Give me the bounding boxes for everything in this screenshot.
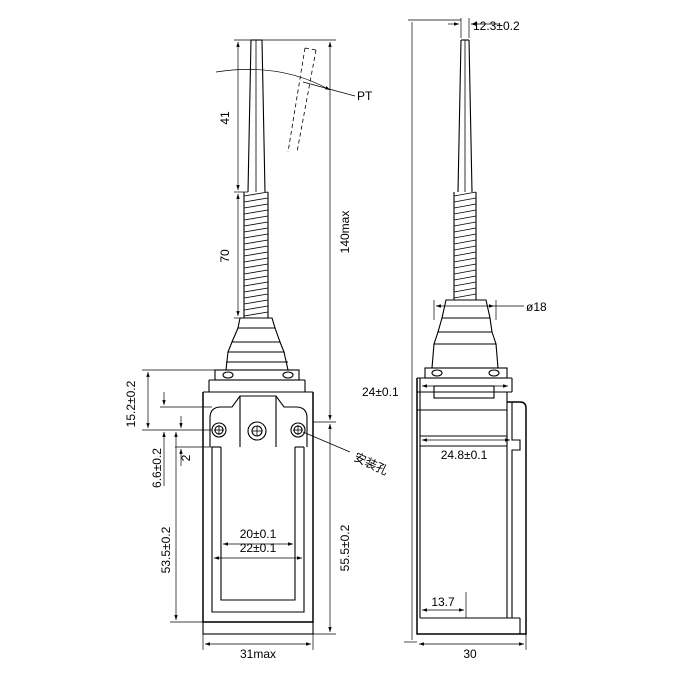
- front-head: [208, 369, 306, 393]
- len-41-label: 41: [218, 111, 232, 125]
- side-boot: [431, 299, 499, 369]
- pt-label: PT: [357, 89, 373, 103]
- side-view: 12.3±0.2 ø18 24±0.1 24.8±0.1: [362, 18, 547, 661]
- dim-tip-12-3: 12.3±0.2: [448, 18, 520, 38]
- front-rod: [247, 39, 266, 193]
- dim-30: 30: [419, 634, 527, 661]
- side-body: [416, 378, 527, 635]
- dim-140max: 140max: [262, 39, 352, 423]
- h-6-6-label: 6.6±0.2: [150, 448, 164, 488]
- front-view: PT 41 70 140max 15.2±0.2: [124, 39, 391, 661]
- dim-rod-lengths: 41 70: [218, 39, 251, 319]
- dim-dia-18: ø18: [433, 300, 547, 320]
- dia-18-label: ø18: [526, 300, 547, 314]
- tip-12-3-label: 12.3±0.2: [473, 19, 520, 33]
- mount-hole-label: 安装孔: [352, 449, 391, 478]
- pt-swing-indicator: PT: [215, 47, 373, 153]
- h-2-label: 2: [179, 454, 193, 461]
- w-30-label: 30: [463, 647, 477, 661]
- dim-31max: 31max: [202, 634, 314, 661]
- h-53-5-label: 53.5±0.2: [159, 526, 173, 573]
- dim-13-7: 13.7: [422, 592, 467, 618]
- dim-left-heights: 15.2±0.2 6.6±0.2 2 53.5±0.2: [124, 369, 215, 623]
- w-24-label: 24±0.1: [362, 385, 399, 399]
- h-15-2-label: 15.2±0.2: [124, 380, 138, 427]
- front-boot: [225, 317, 289, 371]
- dim-55-5: 55.5±0.2: [313, 424, 352, 635]
- dim-24: 24±0.1: [362, 384, 508, 399]
- front-body: [202, 391, 314, 635]
- dim-inner-widths: 20±0.1 22±0.1: [211, 520, 305, 562]
- side-rod: [457, 39, 473, 193]
- dim-24-8: 24.8±0.1: [422, 438, 510, 462]
- front-holes: [211, 421, 306, 441]
- front-spring: [243, 191, 269, 318]
- side-head: [417, 367, 513, 399]
- w-22-label: 22±0.1: [240, 541, 277, 555]
- side-spring: [453, 191, 477, 300]
- h-55-5-label: 55.5±0.2: [338, 524, 352, 571]
- w-13-7-label: 13.7: [431, 595, 455, 609]
- w-20-label: 20±0.1: [240, 527, 277, 541]
- mount-hole-callout: 安装孔: [302, 431, 391, 478]
- w-31max-label: 31max: [240, 647, 276, 661]
- len-70-label: 70: [218, 249, 232, 263]
- len-140max-label: 140max: [338, 211, 352, 254]
- w-24-8-label: 24.8±0.1: [441, 448, 488, 462]
- side-height-line: [404, 19, 461, 643]
